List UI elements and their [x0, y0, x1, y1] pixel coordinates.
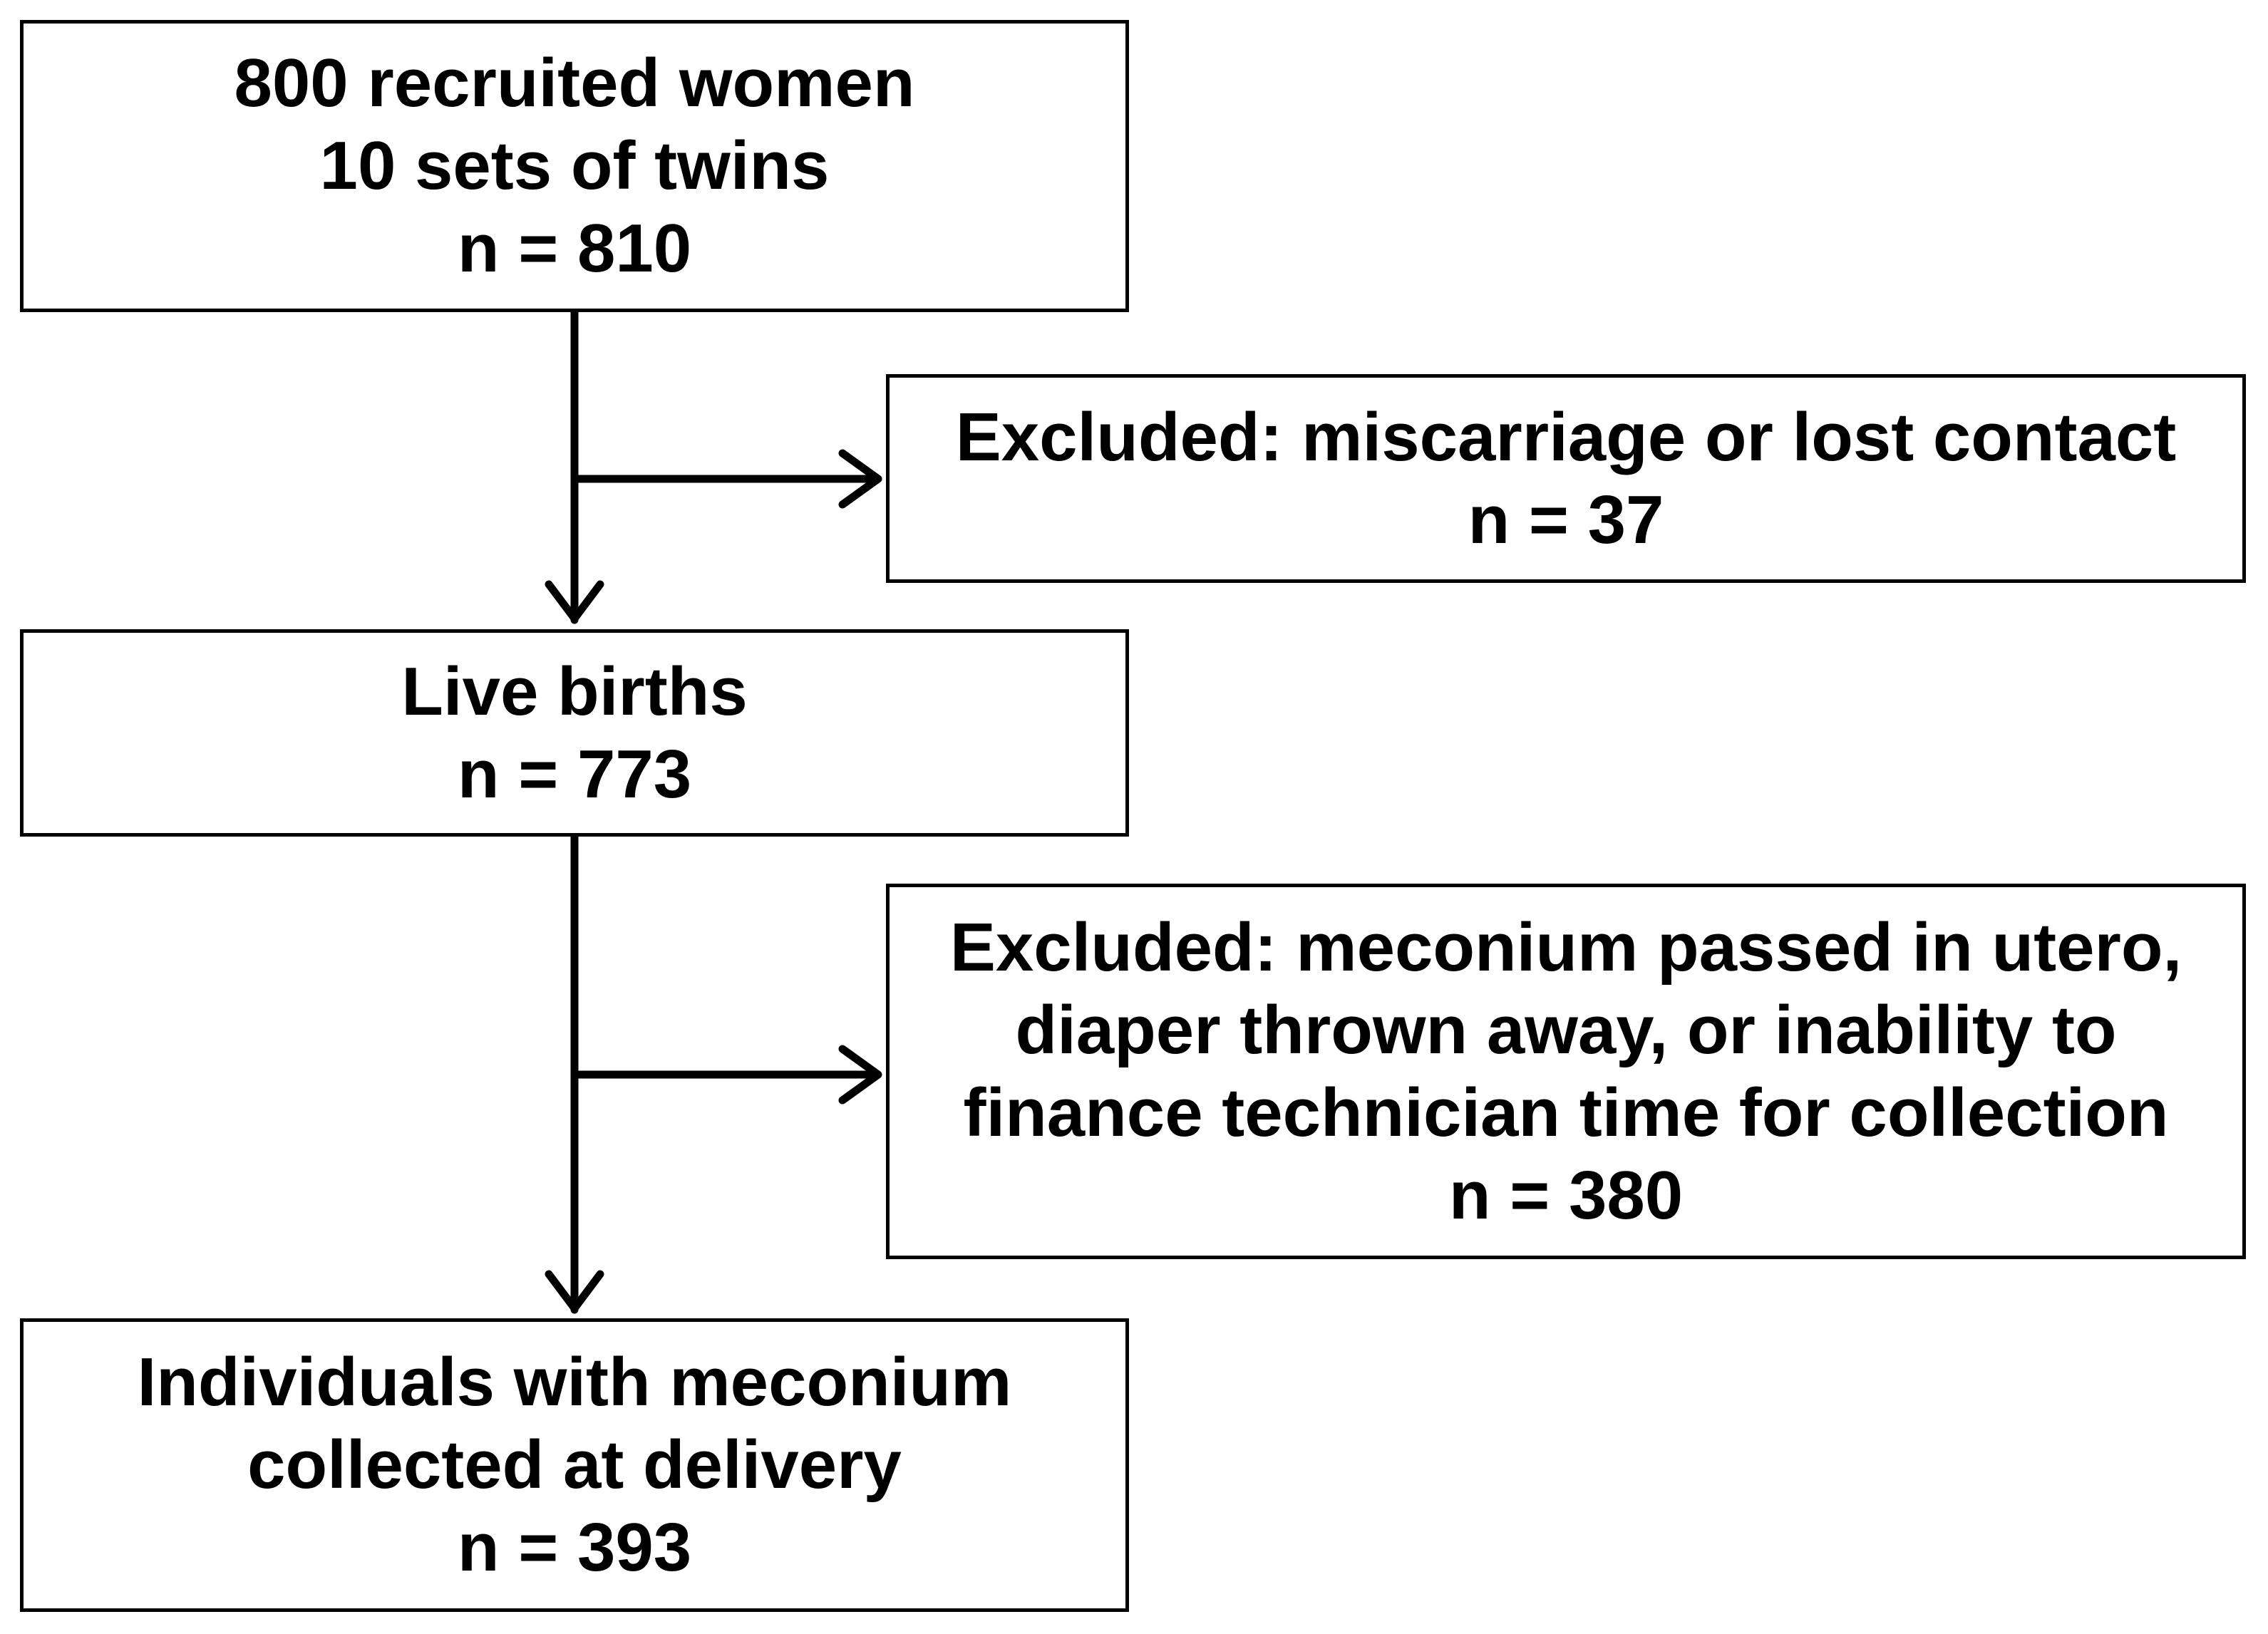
excluded-miscarriage-box: Excluded: miscarriage or lost contact n … [886, 374, 2246, 583]
recruited-women-text: 800 recruited women [234, 45, 915, 121]
excluded-meconium-text-line-1: Excluded: meconium passed in utero, [949, 909, 2182, 986]
arrowhead-meconium [545, 1270, 604, 1313]
meconium-collected-text-line-2: collected at delivery [247, 1427, 902, 1503]
arrowhead-live-births [545, 580, 604, 623]
live-births-text: Live births [401, 653, 748, 730]
excluded-meconium-text-line-3: finance technician time for collection [963, 1074, 2169, 1151]
excluded-meconium-box: Excluded: meconium passed in utero, diap… [886, 884, 2246, 1259]
meconium-collected-text-line-1: Individuals with meconium [137, 1344, 1012, 1420]
excluded-miscarriage-text: Excluded: miscarriage or lost contact [955, 398, 2177, 475]
arrowhead-excluded-1 [838, 449, 882, 509]
live-births-count: n = 773 [457, 735, 692, 812]
recruited-count: n = 810 [457, 210, 692, 286]
live-births-box: Live births n = 773 [20, 629, 1129, 837]
excluded-miscarriage-count: n = 37 [1468, 481, 1664, 558]
meconium-collected-box: Individuals with meconium collected at d… [20, 1318, 1129, 1612]
twins-sets-text: 10 sets of twins [319, 128, 830, 204]
excluded-meconium-count: n = 380 [1448, 1157, 1684, 1234]
arrowhead-excluded-2 [838, 1045, 882, 1105]
recruited-women-box: 800 recruited women 10 sets of twins n =… [20, 20, 1129, 312]
meconium-collected-count: n = 393 [457, 1509, 692, 1586]
excluded-meconium-text-line-2: diaper thrown away, or inability to [1015, 991, 2117, 1068]
